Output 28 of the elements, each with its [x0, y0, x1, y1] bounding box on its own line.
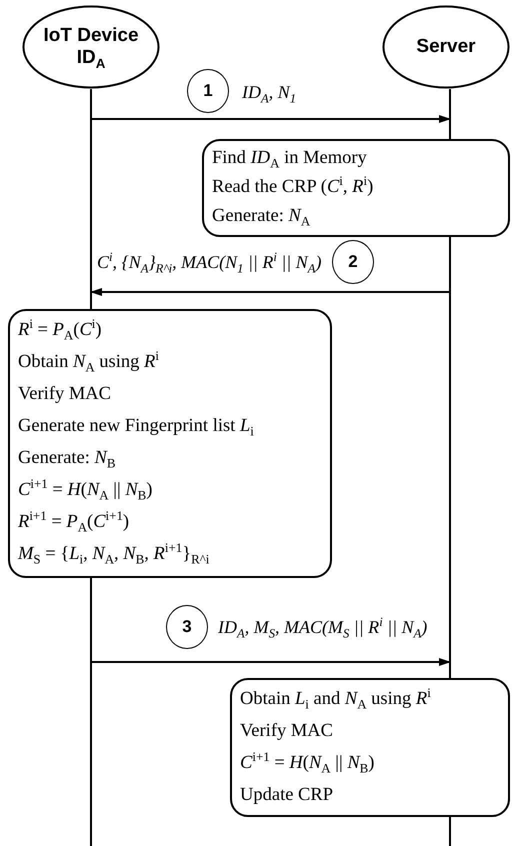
message-label: ID$_{A}$, M$_{S}$, MAC(M$_{S}$ || R$^{i}$ || N$_{A}$) [218, 615, 428, 639]
message-arrow [90, 288, 450, 296]
statement-text: Obtain L$_{i}$ and N$_{A}$ using R$^{i}$ [240, 684, 432, 714]
participant-label: IoT Device ID$_{A}$ [42, 25, 140, 69]
statement-text: Verify MAC [18, 383, 112, 406]
statement-text: Read the CRP (C$^{i}$, R$^{i}$) [212, 173, 374, 199]
statement-text: Generate: N$_{B}$ [18, 447, 117, 473]
statement-text: Verify MAC [240, 720, 334, 743]
statement-text: R$^{i+1}$ = P$_{A}$(C$^{i+1}$) [18, 506, 130, 537]
statement-text: C$^{i+1}$ = H(N$_{A}$ || N$_{B}$) [240, 748, 376, 778]
statement-text: C$^{i+1}$ = H(N$_{A}$ || N$_{B}$) [18, 474, 154, 505]
statement-text: Obtain N$_{A}$ using R$^{i}$ [18, 346, 160, 377]
process-box [202, 139, 510, 237]
message-arrow [91, 115, 451, 123]
statement-text: M$_{S}$ = {L$_{i}$, N$_{A}$, N$_{B}$, R$^{i+1}$}$_{R^i}$ [18, 538, 210, 569]
statement-text: Generate new Fingerprint list L$_{i}$ [18, 415, 255, 441]
step-number: 1 [187, 69, 229, 113]
message-arrow [91, 658, 451, 666]
participant-label: Server [415, 36, 477, 58]
step-number: 2 [332, 240, 374, 284]
process-box [8, 309, 332, 578]
statement-text: Find ID$_{A}$ in Memory [212, 147, 368, 173]
process-box [230, 678, 510, 817]
statement-text: Update CRP [240, 784, 334, 807]
step-number: 3 [166, 605, 208, 649]
statement-text: R$^{i}$ = P$_{A}$(C$^{i}$) [18, 314, 103, 345]
statement-text: Generate: N$_{A}$ [212, 205, 312, 231]
message-label: C$^{i}$, {N$_{A}$}$_{R^i}$, MAC(N$_{1}$ || R$^{i}$ || N$_{A}$) [97, 250, 322, 274]
